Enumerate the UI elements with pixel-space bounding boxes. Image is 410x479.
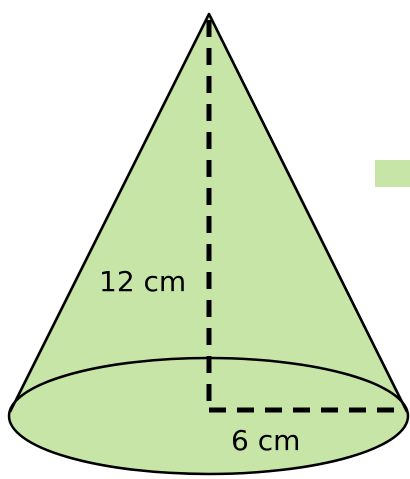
decorative-square [375,160,410,187]
cone-left-edge [8,13,211,413]
cone-right-edge [207,13,409,413]
cone-base [7,356,410,476]
radius-label: 6 cm [231,424,300,457]
height-label: 12 cm [99,265,186,298]
cone-body [8,12,409,414]
